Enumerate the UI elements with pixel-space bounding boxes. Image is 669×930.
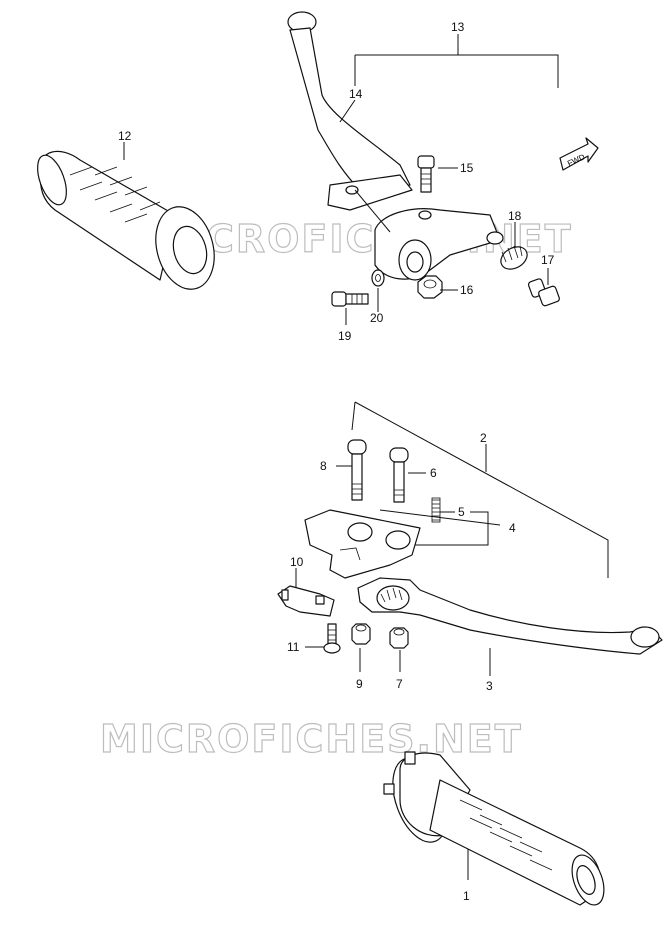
callout-8: 8 <box>320 459 327 473</box>
callout-5: 5 <box>458 505 465 519</box>
bolt-15-part <box>417 155 435 193</box>
callout-17: 17 <box>541 253 555 267</box>
bolt-8-part <box>347 439 367 501</box>
bolt-19-part <box>331 291 369 307</box>
callout-14: 14 <box>349 87 363 101</box>
nut-9-part <box>351 623 371 645</box>
callout-20: 20 <box>370 311 384 325</box>
callout-9: 9 <box>356 677 363 691</box>
upper-clamp-part <box>374 208 504 281</box>
fwd-arrow-icon: FWD <box>559 137 599 171</box>
grip-right-part <box>383 751 605 906</box>
grip-left-part <box>37 150 215 290</box>
spring-5-part <box>431 497 441 523</box>
callout-7: 7 <box>396 677 403 691</box>
washer-20-part <box>371 269 385 287</box>
screw-11-part <box>323 623 341 654</box>
callout-12: 12 <box>118 129 132 143</box>
lower-leader-lines <box>295 401 609 880</box>
adjuster-18-part <box>500 245 528 270</box>
callout-15: 15 <box>460 161 474 175</box>
lower-lever-part <box>357 577 663 655</box>
callout-18: 18 <box>508 209 522 223</box>
screw-17-part <box>527 278 560 307</box>
callout-2: 2 <box>480 431 487 445</box>
nut-16-part <box>417 275 443 299</box>
bolt-6-part <box>389 447 409 503</box>
nut-7-part <box>389 627 409 649</box>
callout-1: 1 <box>463 889 470 903</box>
callout-10: 10 <box>290 555 304 569</box>
upper-leader-lines <box>123 34 559 325</box>
callout-6: 6 <box>430 466 437 480</box>
callout-4: 4 <box>509 521 516 535</box>
callout-11: 11 <box>287 640 300 654</box>
upper-lever-part <box>287 11 413 211</box>
callout-19: 19 <box>338 329 352 343</box>
switch-10-part <box>277 585 335 617</box>
callout-16: 16 <box>460 283 474 297</box>
callout-3: 3 <box>486 679 493 693</box>
lower-bracket-part <box>304 509 421 579</box>
callout-13: 13 <box>451 20 465 34</box>
watermark-bottom: MICROFICHES.NET <box>100 717 523 761</box>
